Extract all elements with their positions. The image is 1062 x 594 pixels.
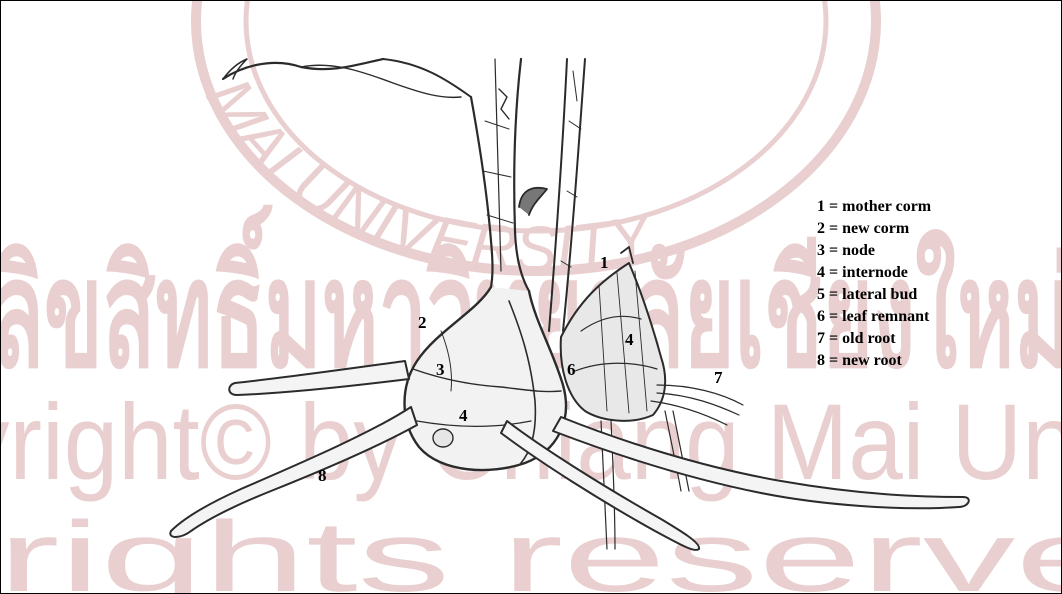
legend-item: 6 = leaf remnant — [817, 306, 931, 328]
legend-item: 3 = node — [817, 240, 931, 262]
callout-mother-corm: 1 — [600, 254, 609, 271]
legend-item: 8 = new root — [817, 350, 931, 372]
new-corm — [405, 287, 566, 470]
leaf-tip — [519, 188, 547, 215]
callout-leaf-remnant: 6 — [567, 361, 576, 378]
callout-internode-new: 4 — [459, 407, 468, 424]
thin-shoot — [549, 59, 585, 331]
mother-corm — [561, 247, 665, 421]
legend-item: 5 = lateral bud — [817, 284, 931, 306]
callout-old-root: 7 — [714, 369, 723, 386]
callout-new-corm: 2 — [418, 314, 427, 331]
main-stem — [471, 59, 529, 291]
legend-item: 2 = new corm — [817, 218, 931, 240]
callout-internode-mother: 4 — [625, 331, 634, 348]
legend: 1 = mother corm 2 = new corm 3 = node 4 … — [817, 196, 931, 372]
callout-new-root: 8 — [318, 467, 327, 484]
legend-item: 4 = internode — [817, 262, 931, 284]
legend-item: 1 = mother corm — [817, 196, 931, 218]
leaf-top-left — [223, 59, 471, 97]
legend-item: 7 = old root — [817, 328, 931, 350]
callout-node: 3 — [436, 361, 445, 378]
